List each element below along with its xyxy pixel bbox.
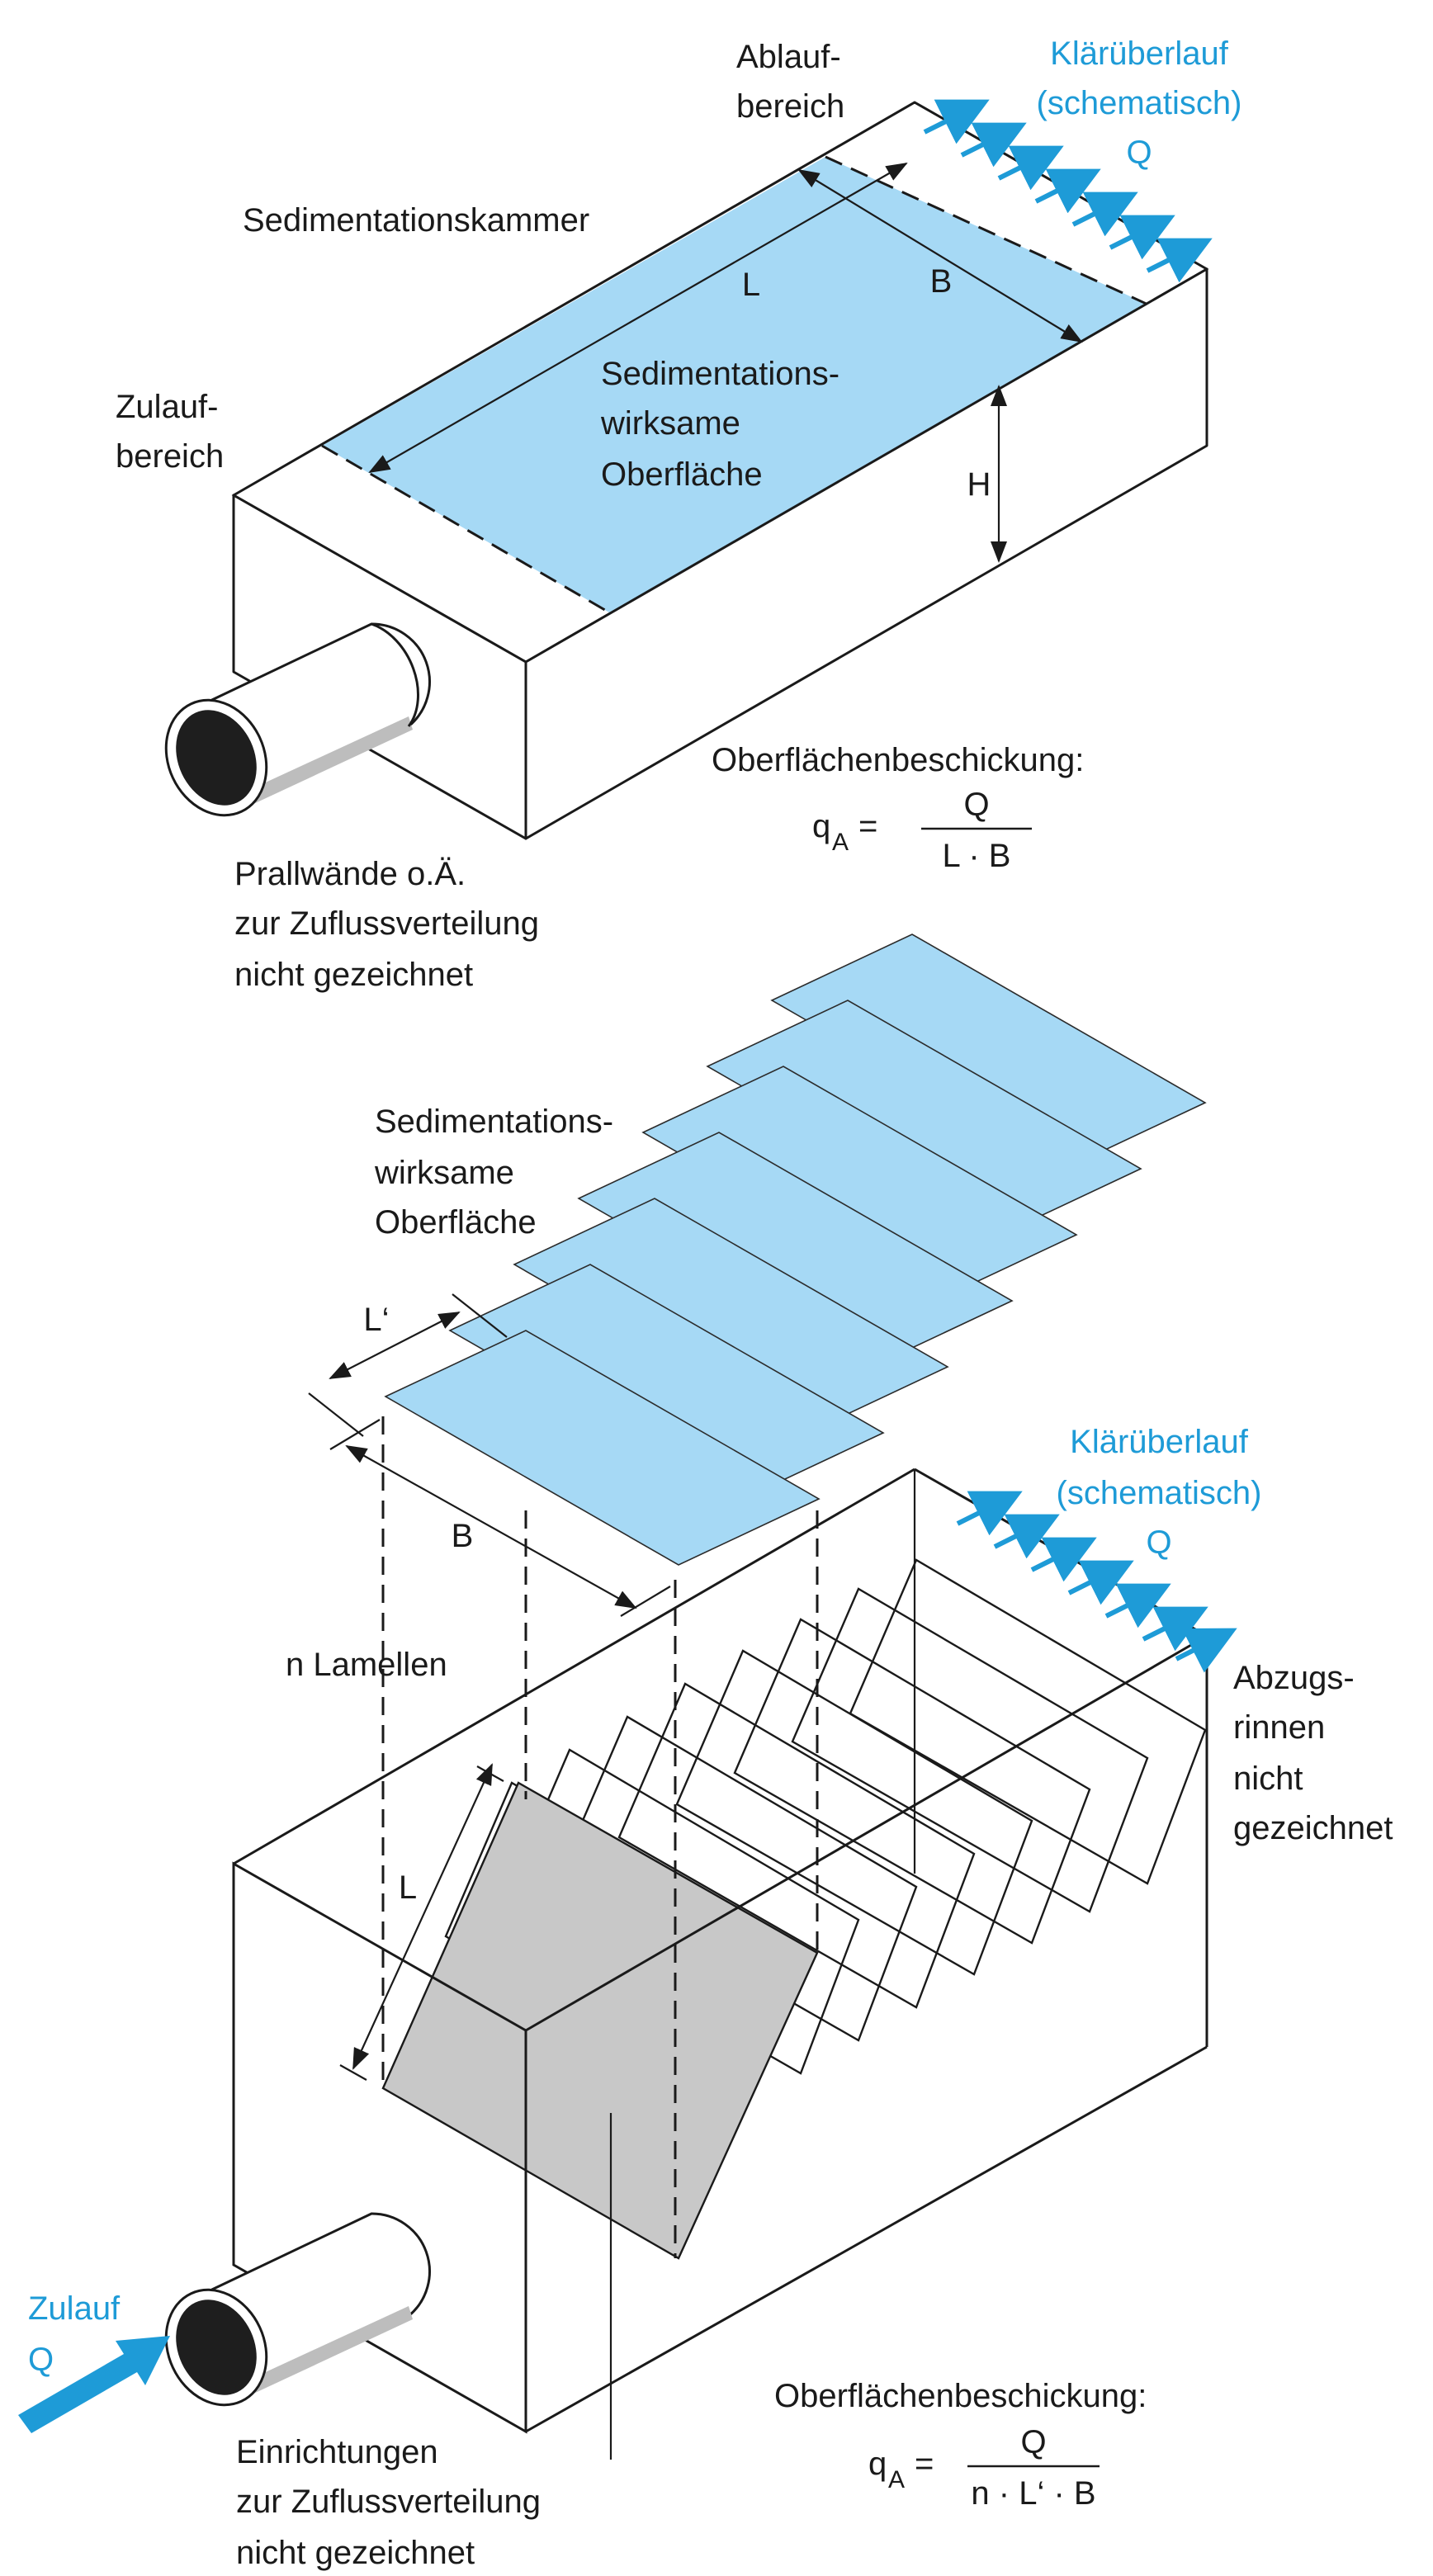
dim-Lprime-label: L‘ [363,1302,389,1338]
note-devices-3: nicht gezeichnet [236,2535,475,2571]
top-formula-q: q [812,808,830,844]
bottom-overflow-arrows [956,1491,1237,1673]
note-baffles-1: Prallwände o.Ä. [234,856,466,892]
top-formula-title: Oberflächenbeschickung: [712,742,1084,778]
top-tank-side-face [524,267,1208,840]
bottom-formula-numerator: Q [1020,2424,1046,2460]
dim-Lprime-arrow [329,1312,461,1379]
inflow-arrow [18,2336,170,2433]
label-clear-overflow-3: Q [1126,135,1152,171]
label-effective-surface-2: wirksame [600,405,740,442]
lamella-surfaces [384,934,1207,1566]
dim-B-label: B [930,263,953,300]
top-overflow-arrows [923,99,1213,283]
bottom-formula-title: Oberflächenbeschickung: [774,2378,1147,2414]
top-formula-eq: = [858,808,877,844]
label-clear-overflow-1: Klärüberlauf [1050,35,1229,72]
label-effective-surface-3: Oberfläche [601,456,763,493]
label-inflow-2: Q [28,2342,54,2378]
bottom-clear-overflow-1: Klärüberlauf [1070,1424,1249,1460]
bottom-formula-denominator: n · L‘ · B [971,2475,1095,2512]
note-devices-2: zur Zuflussverteilung [236,2484,541,2520]
label-channels-2: rinnen [1233,1709,1325,1746]
dim-L-bottom-arrow [352,1763,494,2070]
bottom-dimensions [308,1293,671,2081]
top-dimensions [368,163,1083,563]
dim-B-bottom-arrow [345,1445,637,1609]
label-outflow-area-2: bereich [736,88,844,125]
label-inflow-area-1: Zulauf- [116,389,219,425]
bottom-effective-surface-1: Sedimentations- [375,1104,613,1140]
top-formula-numerator: Q [963,787,989,823]
bottom-effective-surface-2: wirksame [374,1155,514,1191]
dim-L-bottom-label: L [399,1869,417,1906]
label-channels-3: nicht [1233,1761,1303,1797]
label-outflow-area-1: Ablauf- [736,39,841,75]
label-inflow-1: Zulauf [28,2290,121,2327]
dim-H-label: H [967,466,991,503]
top-formula-denominator: L · B [943,838,1011,874]
note-baffles-2: zur Zuflussverteilung [234,905,539,942]
bottom-clear-overflow-3: Q [1146,1524,1171,1561]
label-channels-1: Abzugs- [1233,1660,1355,1696]
top-formula-sub: A [832,829,849,856]
dim-B-arrow [797,168,1083,343]
label-effective-surface-1: Sedimentations- [601,356,839,392]
label-inflow-area-2: bereich [116,438,224,475]
note-devices-1: Einrichtungen [236,2434,438,2470]
label-chamber: Sedimentationskammer [243,202,589,239]
label-channels-4: gezeichnet [1233,1810,1393,1846]
lamella-highlight [381,1781,819,2260]
note-baffles-3: nicht gezeichnet [234,957,473,993]
label-n-lamellae: n Lamellen [286,1647,447,1683]
bottom-effective-surface-3: Oberfläche [375,1204,537,1241]
label-clear-overflow-2: (schematisch) [1037,85,1242,121]
projection-lines [381,1416,819,2258]
bottom-inlet-pipe [164,2212,431,2407]
bottom-formula-q: q [868,2446,887,2482]
bottom-formula-sub: A [888,2466,905,2493]
dim-B-bottom-label: B [452,1518,474,1554]
bottom-formula-eq: = [915,2446,934,2482]
dim-L-label: L [742,267,760,303]
bottom-clear-overflow-2: (schematisch) [1057,1475,1262,1511]
top-inlet-pipe [164,622,431,817]
